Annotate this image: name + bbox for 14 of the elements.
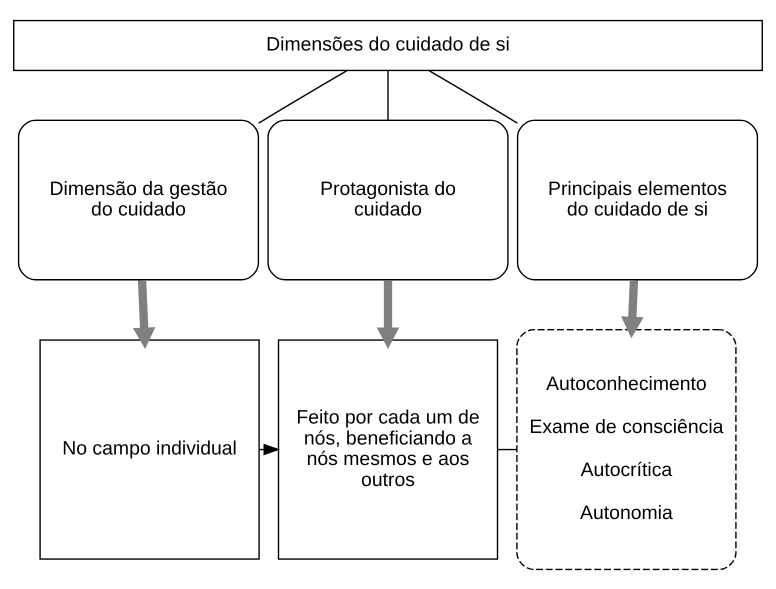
connector: [258, 70, 348, 124]
arrow: [376, 280, 400, 348]
connector: [387, 70, 389, 120]
connector: [428, 70, 518, 124]
connector: [498, 448, 516, 450]
arrow: [621, 280, 644, 338]
node-box: Dimensão da gestão do cuidado: [18, 119, 260, 280]
node-box: Principais elementos do cuidado de si: [516, 119, 758, 280]
node-box: Feito por cada um de nós, beneficiando a nós mesmos e aos outros: [278, 338, 498, 560]
node-box: Protagonista do cuidado: [267, 119, 509, 280]
node-box: Dimensões do cuidado de si: [13, 19, 763, 71]
node-box: Autoconhecimento Exame de consciência Autocrítica Autonomia: [516, 328, 737, 570]
node-box: No campo individual: [39, 338, 260, 560]
arrow: [132, 280, 156, 348]
